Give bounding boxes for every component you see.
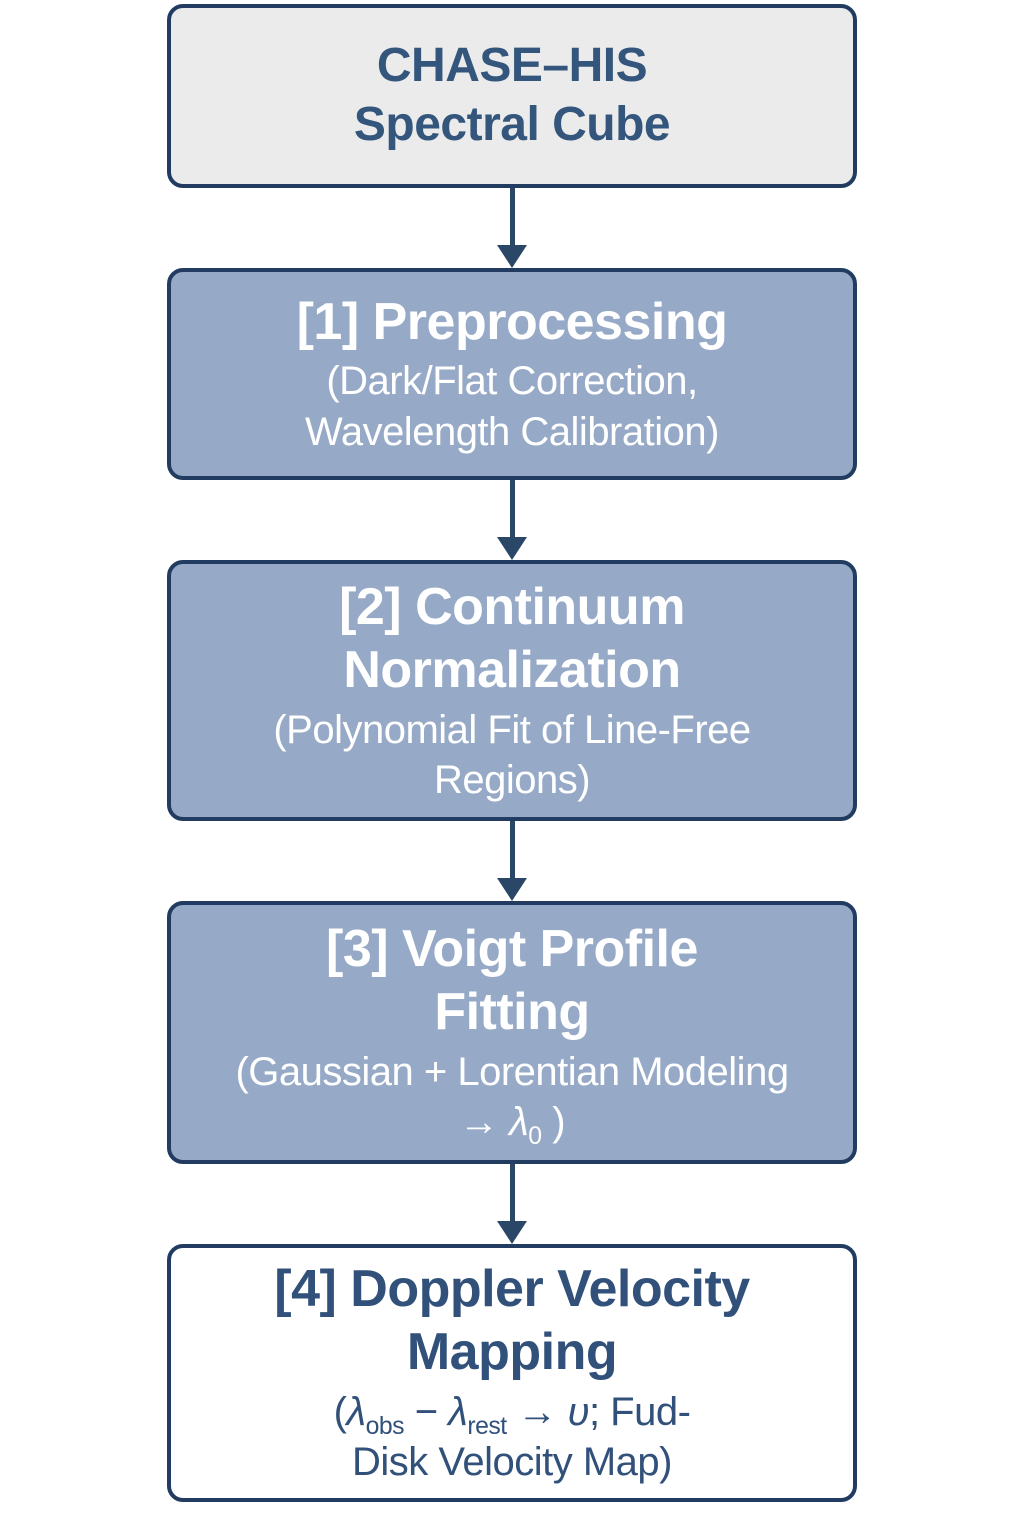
node-subtitle: (Dark/Flat Correction,Wavelength Calibra… (305, 359, 719, 454)
arrow-down-icon (497, 537, 527, 560)
flow-arrow (497, 188, 527, 268)
arrow-down-icon (497, 878, 527, 901)
node-subtitle: (λobs − λrest → υ; Fud-Disk Velocity Map… (333, 1389, 691, 1485)
arrow-down-icon (497, 1221, 527, 1244)
flow-arrow (497, 1164, 527, 1244)
arrow-line (509, 188, 515, 245)
arrow-line (509, 480, 515, 537)
flow-arrow (497, 480, 527, 560)
arrow-down-icon (497, 245, 527, 268)
node-title: [1] Preprocessing (296, 292, 728, 351)
arrow-line (509, 821, 515, 878)
flow-node-preprocessing: [1] Preprocessing (Dark/Flat Correction,… (167, 268, 857, 480)
flow-arrow (497, 821, 527, 901)
node-subtitle: (Gaussian + Lorentian Modeling→ λ0 ) (235, 1049, 789, 1150)
arrow-line (509, 1164, 515, 1221)
